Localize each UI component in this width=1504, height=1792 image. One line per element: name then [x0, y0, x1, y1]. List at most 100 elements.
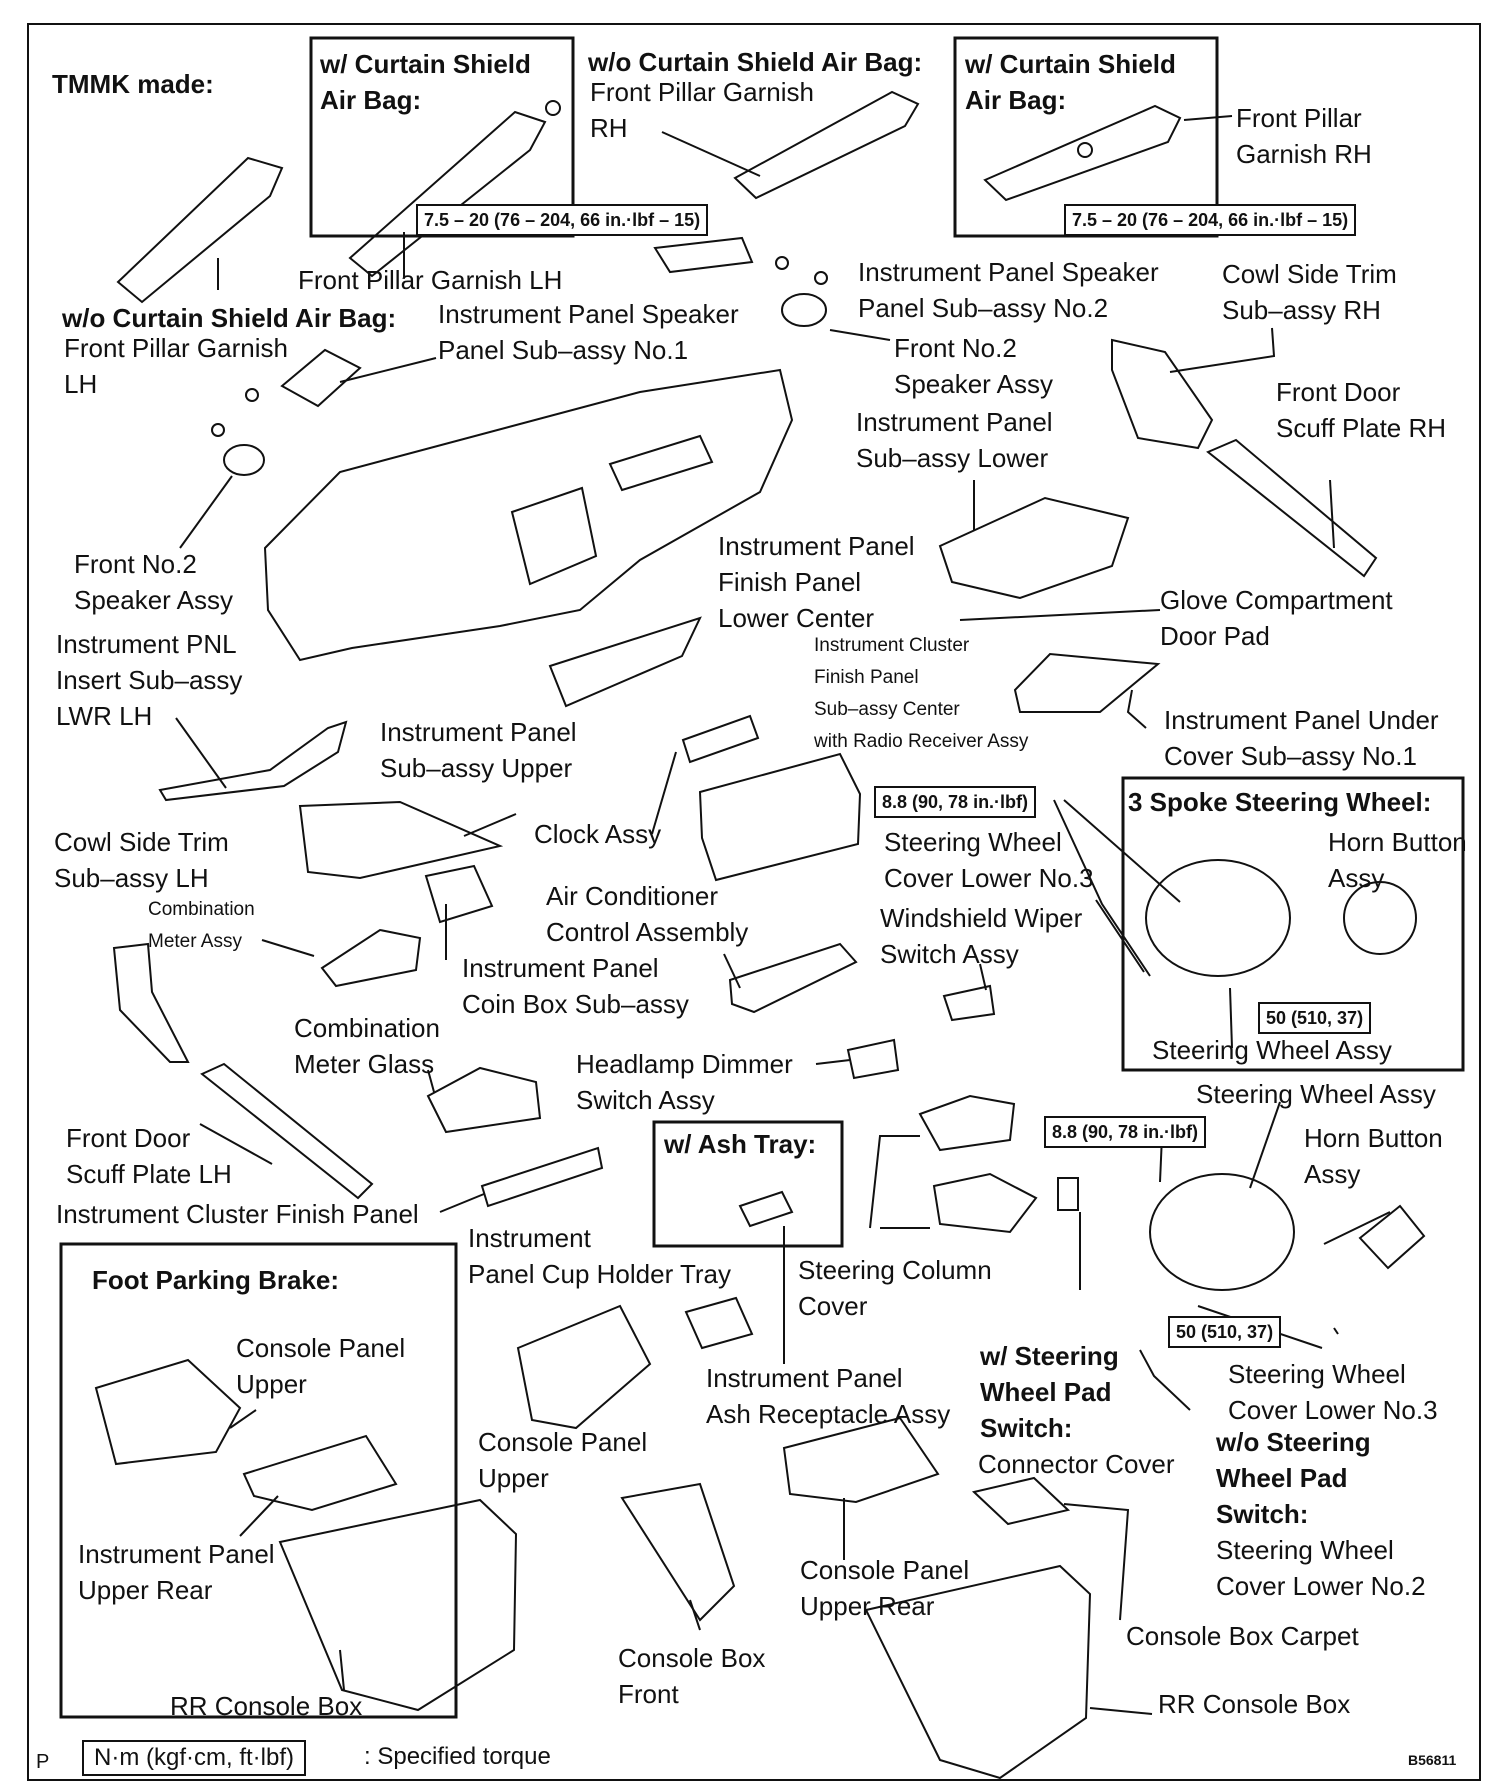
- label-front-pillar-garnish-lh: Front Pillar Garnish LH: [298, 265, 563, 295]
- connector-cover: [1057, 1177, 1079, 1211]
- label-front-speaker-right: Front No.2 Speaker Assy: [894, 333, 1053, 399]
- horn-button-4spoke: [1358, 1204, 1426, 1270]
- ash-receptacle: [738, 1190, 794, 1228]
- label-console-box-front: Console Box Front: [618, 1643, 766, 1709]
- page-marker: P: [36, 1751, 50, 1773]
- legend-torque-unit: N·m (kgf·cm, ft·lbf): [82, 1740, 306, 1776]
- leader-line: [1329, 479, 1335, 549]
- ip-lower: [938, 496, 1130, 600]
- torque-spec: 50 (510, 37): [1168, 1316, 1282, 1348]
- clock-assy: [681, 714, 760, 764]
- label-scuff-plate-rh: Front Door Scuff Plate RH: [1276, 377, 1447, 443]
- leader-line: [1089, 1707, 1153, 1715]
- steering-wheel-4spoke: [1149, 1173, 1295, 1291]
- ip-insert-lwr-lh: [158, 720, 348, 802]
- speaker-left: [223, 444, 265, 476]
- leader-line: [829, 329, 891, 341]
- label-ip-speaker-panel-no2: Instrument Panel Speaker Panel Sub–assy …: [858, 257, 1159, 323]
- rr-console-box-right: [864, 1564, 1092, 1780]
- label-sw-cover-lower3-a: Steering Wheel Cover Lower No.3: [884, 827, 1094, 893]
- combination-meter-glass: [426, 1066, 542, 1134]
- label-combination-meter-glass: Combination Meter Glass: [294, 1013, 440, 1079]
- label-cluster-finish-center: Instrument Cluster Finish Panel Sub–assy…: [814, 635, 1029, 752]
- leader-line: [339, 357, 437, 383]
- headlamp-dimmer: [846, 1038, 900, 1080]
- torque-spec: 50 (510, 37): [1258, 1002, 1372, 1034]
- console-upper-rear: [782, 1416, 940, 1504]
- bolt: [545, 100, 561, 116]
- heading-ash-tray: w/ Ash Tray:: [664, 1129, 817, 1159]
- screw: [814, 271, 828, 285]
- leader-line: [1169, 327, 1276, 373]
- leader-line: [179, 475, 233, 549]
- label-steering-column-cover: Steering Column Cover: [798, 1255, 992, 1321]
- figure-id: B56811: [1408, 1752, 1457, 1768]
- leader-line: [1323, 1211, 1391, 1245]
- box-3spoke: [1121, 776, 1465, 1072]
- pillar-garnish-rh-w: [983, 104, 1182, 202]
- label-ip-upper-rear: Instrument Panel Upper Rear: [78, 1539, 275, 1605]
- label-coin-box: Instrument Panel Coin Box Sub–assy: [462, 953, 689, 1019]
- box-foot-parking: [59, 1242, 458, 1719]
- leader-line: [651, 751, 677, 835]
- label-horn-button-3spoke: Horn Button Assy: [1328, 827, 1467, 893]
- label-ip-lower: Instrument Panel Sub–assy Lower: [856, 407, 1053, 473]
- leader-line: [175, 717, 227, 789]
- console-box-carpet: [971, 1476, 1071, 1526]
- leader-line: [1095, 899, 1145, 973]
- label-horn-button-4spoke: Horn Button Assy: [1304, 1123, 1443, 1189]
- leader-line: [229, 1409, 257, 1429]
- label-ac-control: Air Conditioner Control Assembly: [546, 881, 749, 947]
- label-console-upper-rear: Console Panel Upper Rear: [800, 1555, 970, 1621]
- label-front-pillar-garnish-lh-wo: Front Pillar Garnish LH: [64, 333, 288, 399]
- leader-line: [661, 131, 761, 177]
- screw: [775, 256, 789, 270]
- heading-3-spoke: 3 Spoke Steering Wheel:: [1128, 787, 1432, 817]
- leader-line: [1053, 799, 1151, 977]
- horn-button-3spoke: [1343, 881, 1417, 955]
- leader-line: [1063, 799, 1181, 903]
- ip-finish-lower-center: [548, 616, 702, 708]
- leader-line: [815, 1059, 851, 1065]
- console-upper-mid: [516, 1304, 652, 1430]
- torque-spec: 8.8 (90, 78 in.·lbf): [874, 786, 1037, 818]
- leader-line: [1126, 689, 1147, 729]
- legend-torque-text: : Specified torque: [364, 1743, 551, 1770]
- screw: [211, 423, 225, 437]
- label-front-speaker-left: Front No.2 Speaker Assy: [74, 549, 233, 615]
- label-sw-cover-lower2: Steering Wheel Cover Lower No.2: [1216, 1535, 1426, 1601]
- label-ip-insert-lwr-lh: Instrument PNL Insert Sub–assy LWR LH: [56, 629, 243, 731]
- console-upper-foot: [94, 1358, 242, 1466]
- label-rr-console-box-left: RR Console Box: [170, 1691, 363, 1721]
- instrument-panel-main: [263, 368, 794, 662]
- leader-line: [239, 1495, 279, 1537]
- column-cover-upper: [918, 1094, 1016, 1152]
- box-w-curtain-left: [309, 36, 575, 238]
- label-sw-cover-lower3-b: Steering Wheel Cover Lower No.3: [1228, 1359, 1438, 1425]
- heading-w-steering-pad: w/ Steering Wheel Pad Switch:: [980, 1341, 1119, 1443]
- leader-line: [339, 1649, 345, 1691]
- label-steering-wheel-assy-4spoke: Steering Wheel Assy: [1196, 1079, 1436, 1109]
- label-clock-assy: Clock Assy: [534, 819, 662, 849]
- leader-line: [1063, 1503, 1130, 1621]
- torque-spec: 7.5 – 20 (76 – 204, 66 in.·lbf – 15): [1064, 204, 1357, 236]
- heading-wo-curtain-right: w/o Curtain Shield Air Bag:: [588, 47, 923, 77]
- scuff-plate-lh: [200, 1062, 374, 1200]
- cluster-finish-center: [698, 752, 862, 882]
- cup-holder-tray: [684, 1296, 754, 1350]
- combination-meter: [320, 928, 422, 988]
- label-combination-meter: Combination Meter Assy: [148, 899, 255, 952]
- leader-line: [427, 1069, 435, 1093]
- leader-line: [261, 939, 315, 957]
- label-ash-receptacle: Instrument Panel Ash Receptacle Assy: [706, 1363, 951, 1429]
- heading-wo-steering-pad: w/o Steering Wheel Pad Switch:: [1216, 1427, 1371, 1529]
- leader-line: [1333, 1327, 1339, 1335]
- screw: [245, 388, 259, 402]
- label-ip-upper: Instrument Panel Sub–assy Upper: [380, 717, 577, 783]
- ip-upper-rear: [242, 1434, 398, 1512]
- label-cowl-side-trim-rh: Cowl Side Trim Sub–assy RH: [1222, 259, 1397, 325]
- heading-w-curtain-right: w/ Curtain Shield Air Bag:: [965, 49, 1176, 115]
- ac-control: [728, 942, 858, 1014]
- scuff-plate-rh: [1206, 438, 1378, 578]
